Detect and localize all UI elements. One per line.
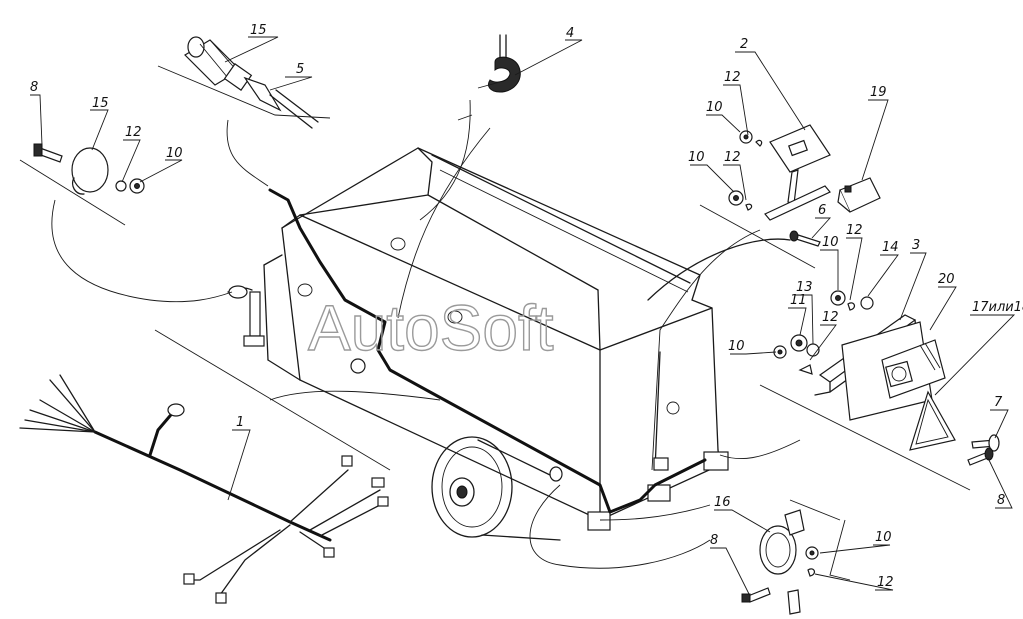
bracket-2 bbox=[728, 124, 831, 221]
callout-13: 13 bbox=[796, 280, 813, 295]
callout-17-18: 17или18 bbox=[972, 300, 1023, 315]
callout-12e: 12 bbox=[822, 310, 839, 325]
callout-19: 19 bbox=[870, 85, 887, 100]
watermark: AutoSoft bbox=[308, 292, 554, 364]
callout-15a: 15 bbox=[250, 23, 267, 38]
callout-16: 16 bbox=[714, 495, 731, 510]
callout-labels: 15 5 4 2 8 15 12 10 12 10 12 10 19 6 10 … bbox=[30, 23, 1023, 590]
callout-6: 6 bbox=[818, 203, 826, 218]
wheel bbox=[431, 436, 561, 541]
body-wiring bbox=[268, 188, 707, 514]
callout-12d: 12 bbox=[846, 223, 863, 238]
clamp-4 bbox=[477, 34, 521, 93]
callout-12f: 12 bbox=[877, 575, 894, 590]
group-brackets bbox=[19, 65, 971, 581]
callout-12a: 12 bbox=[125, 125, 142, 140]
callout-7: 7 bbox=[994, 395, 1003, 410]
callout-leaders bbox=[30, 36, 1016, 597]
callout-4: 4 bbox=[566, 26, 574, 41]
support-stand bbox=[227, 285, 265, 347]
callout-1: 1 bbox=[236, 415, 244, 430]
reflector-17-18 bbox=[909, 390, 956, 451]
callout-15b: 15 bbox=[92, 96, 109, 111]
relay-19 bbox=[837, 177, 881, 213]
callout-8b: 8 bbox=[997, 493, 1005, 508]
callout-11: 11 bbox=[790, 293, 807, 308]
callout-12b: 12 bbox=[724, 70, 741, 85]
bolts-7-8 bbox=[967, 434, 1000, 466]
lamp-group-left bbox=[33, 143, 145, 195]
callout-10c: 10 bbox=[688, 150, 705, 165]
rear-lamp-20 bbox=[841, 321, 946, 421]
side-lamp-16 bbox=[741, 509, 819, 615]
callout-12c: 12 bbox=[724, 150, 741, 165]
callout-14: 14 bbox=[882, 240, 899, 255]
wiring-harness-1 bbox=[19, 374, 389, 604]
callout-10a: 10 bbox=[166, 146, 183, 161]
callout-10e: 10 bbox=[728, 339, 745, 354]
callout-10b: 10 bbox=[706, 100, 723, 115]
callout-2: 2 bbox=[740, 37, 748, 52]
leader-lines bbox=[51, 99, 801, 569]
hardware-row bbox=[830, 290, 874, 311]
callout-10f: 10 bbox=[875, 530, 892, 545]
callout-5: 5 bbox=[296, 62, 304, 77]
nut-group-right bbox=[773, 334, 820, 375]
callout-20: 20 bbox=[938, 272, 955, 287]
callout-3: 3 bbox=[912, 238, 920, 253]
connector-plug-15 bbox=[184, 36, 319, 129]
callout-8c: 8 bbox=[710, 533, 718, 548]
callout-10d: 10 bbox=[822, 235, 839, 250]
screw-6 bbox=[789, 230, 821, 247]
callout-8a: 8 bbox=[30, 80, 38, 95]
